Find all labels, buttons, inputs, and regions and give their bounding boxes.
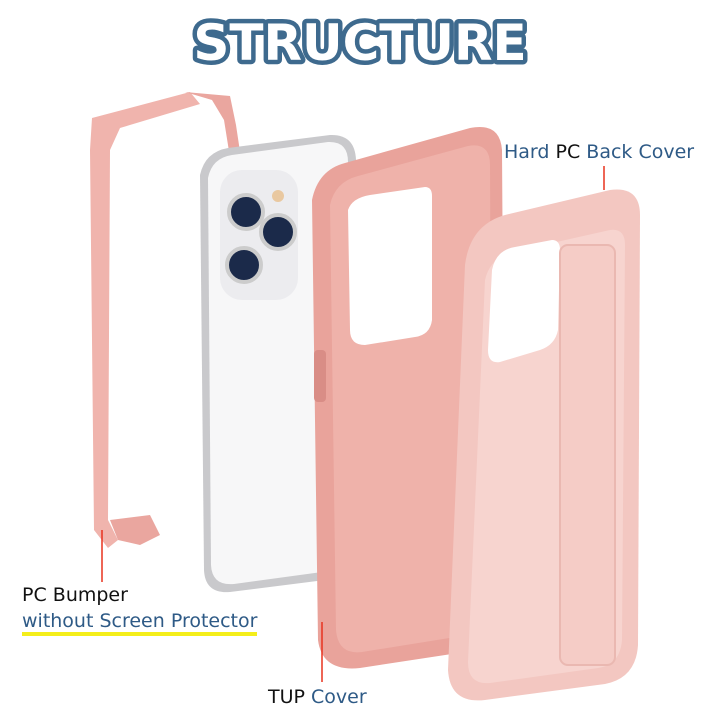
label-text: PC <box>555 141 581 163</box>
title-text: STRUCTURE <box>193 14 526 72</box>
label-text: TUP <box>268 686 305 708</box>
bumper-label-line1: PC Bumper <box>22 584 128 606</box>
hard-pc-back-cover <box>448 189 640 701</box>
label-text: Hard <box>504 141 550 163</box>
label-text: Back Cover <box>586 141 695 163</box>
title-banner: STRUCTURE <box>189 10 531 77</box>
pc-bumper-frame <box>90 92 242 548</box>
label-text: PC <box>22 584 47 606</box>
label-text: without Screen Protector <box>22 610 258 636</box>
bumper-label-line2: without Screen Protector <box>22 610 258 636</box>
label-text: Cover <box>311 686 367 708</box>
label-text: Bumper <box>52 584 128 606</box>
tpu-cover <box>312 126 505 669</box>
back-cover-label: Hard PC Back Cover <box>504 141 694 163</box>
tup-cover-label: TUP Cover <box>268 686 367 708</box>
